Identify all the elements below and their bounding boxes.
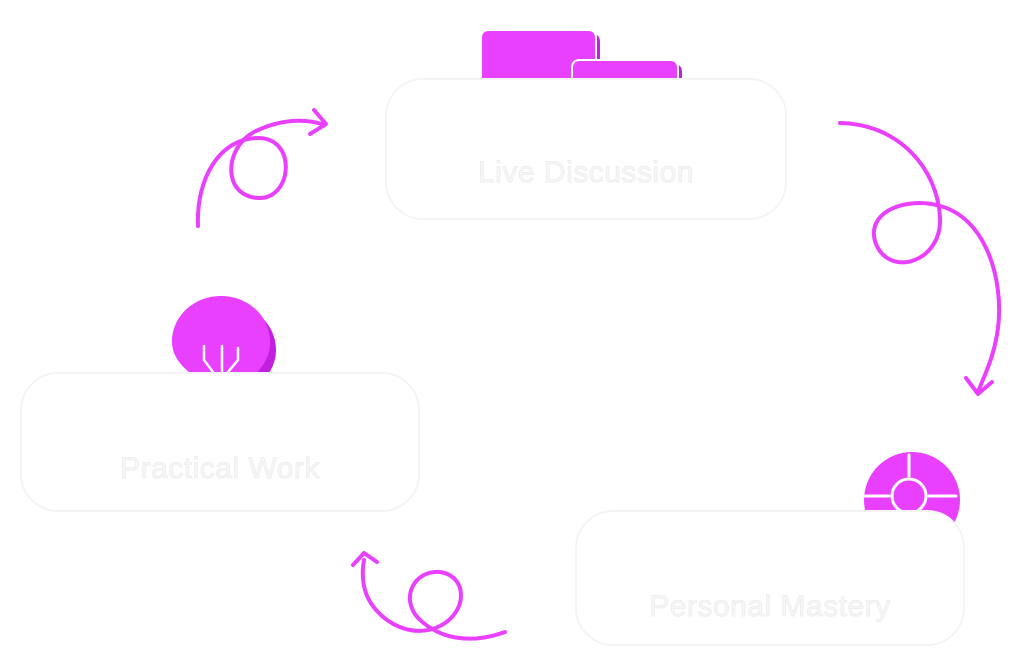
loop-arrow-icon [195,118,324,228]
arrowhead-icon [351,551,379,567]
arrowhead-icon [308,108,328,136]
connector-personal-to-practical [351,551,507,641]
loop-arrow-icon [360,558,507,641]
step-label-live-discussion: Live Discussion [478,156,694,190]
arrowhead-icon [964,376,994,396]
step-label-personal-mastery: Personal Mastery [649,590,891,624]
connector-practical-to-discussion [195,108,328,228]
loop-arrow-icon [838,121,1002,394]
step-label-practical-work: Practical Work [120,452,320,486]
step-practical-work: Practical Work [20,372,420,512]
step-live-discussion: Live Discussion [385,78,787,220]
connector-discussion-to-personal [838,121,1002,396]
step-personal-mastery: Personal Mastery [575,510,965,646]
